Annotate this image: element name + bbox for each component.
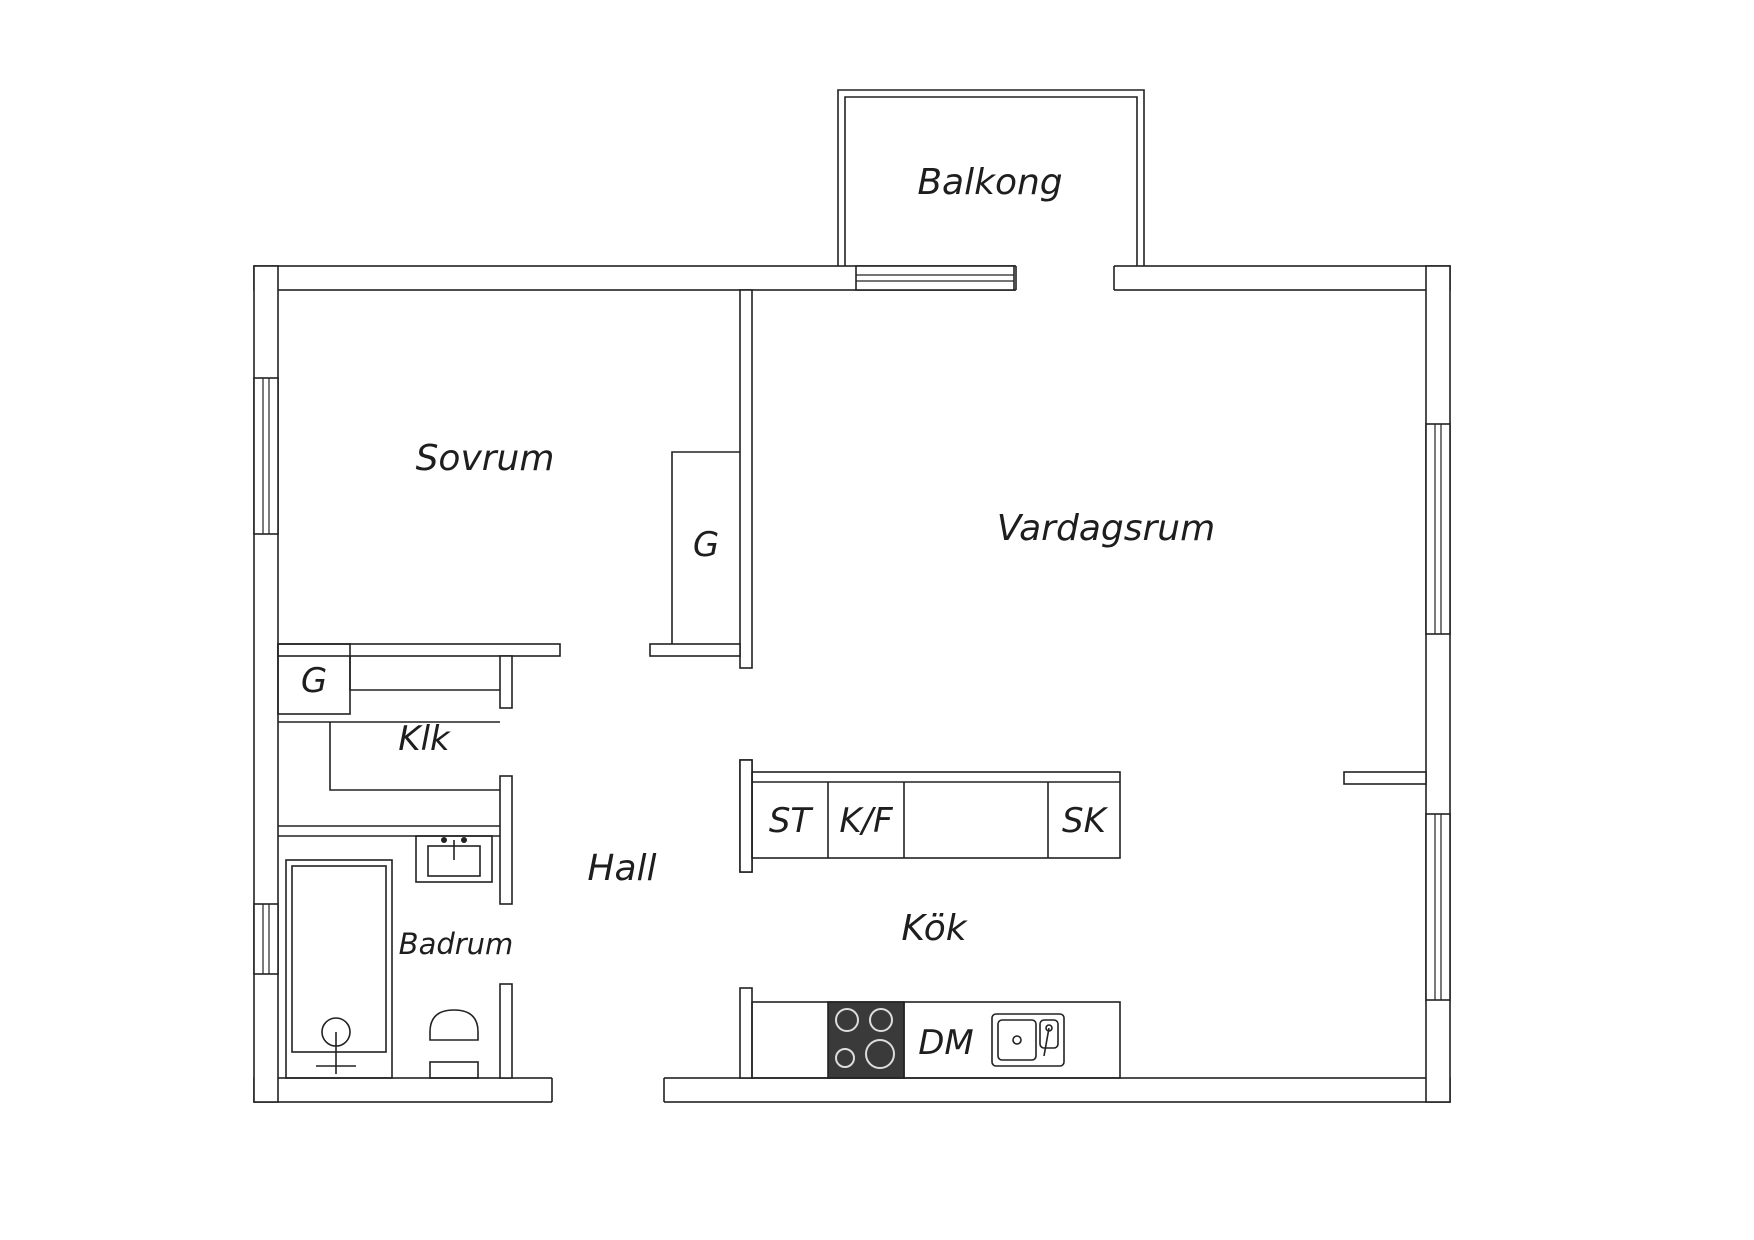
bathtub [285,859,393,1079]
label-klk: Klk [398,719,451,759]
room-labels: Balkong Sovrum Vardagsrum Klk Hall Badru… [301,162,1215,1063]
label-dishwasher: DM [918,1023,974,1063]
balcony [837,89,1145,266]
label-fridge: K/F [839,801,893,841]
bedroom-wardrobe [671,451,740,644]
washbasin [415,835,493,883]
window-left-bedroom [253,377,279,535]
windows [253,265,1451,1001]
window-right-living [1425,423,1451,635]
outer-walls [253,265,1451,1103]
label-kok: Kök [901,908,968,949]
hall-wardrobe [277,643,500,715]
kitchen-upper-units [739,759,1121,873]
label-hall: Hall [587,848,656,889]
label-sovrum: Sovrum [416,438,555,479]
window-right-kitchen [1425,813,1451,1001]
label-balkong: Balkong [917,162,1062,203]
label-vardagsrum: Vardagsrum [997,508,1215,549]
klk-closet [278,721,500,827]
cooktop [827,1001,905,1079]
label-cabinet: SK [1062,801,1109,841]
label-wardrobe-hall: G [301,661,327,701]
bathroom [278,835,500,1079]
label-badrum: Badrum [399,927,514,961]
label-stove: ST [769,801,814,841]
toilet [429,1009,479,1079]
kitchen-sink [991,1013,1065,1067]
interior-walls [277,289,1427,1079]
window-balcony-door [855,265,1015,291]
label-wardrobe-bedroom: G [693,525,719,565]
kitchen-lower-counter [751,1001,1121,1079]
window-left-bathroom [253,903,279,975]
